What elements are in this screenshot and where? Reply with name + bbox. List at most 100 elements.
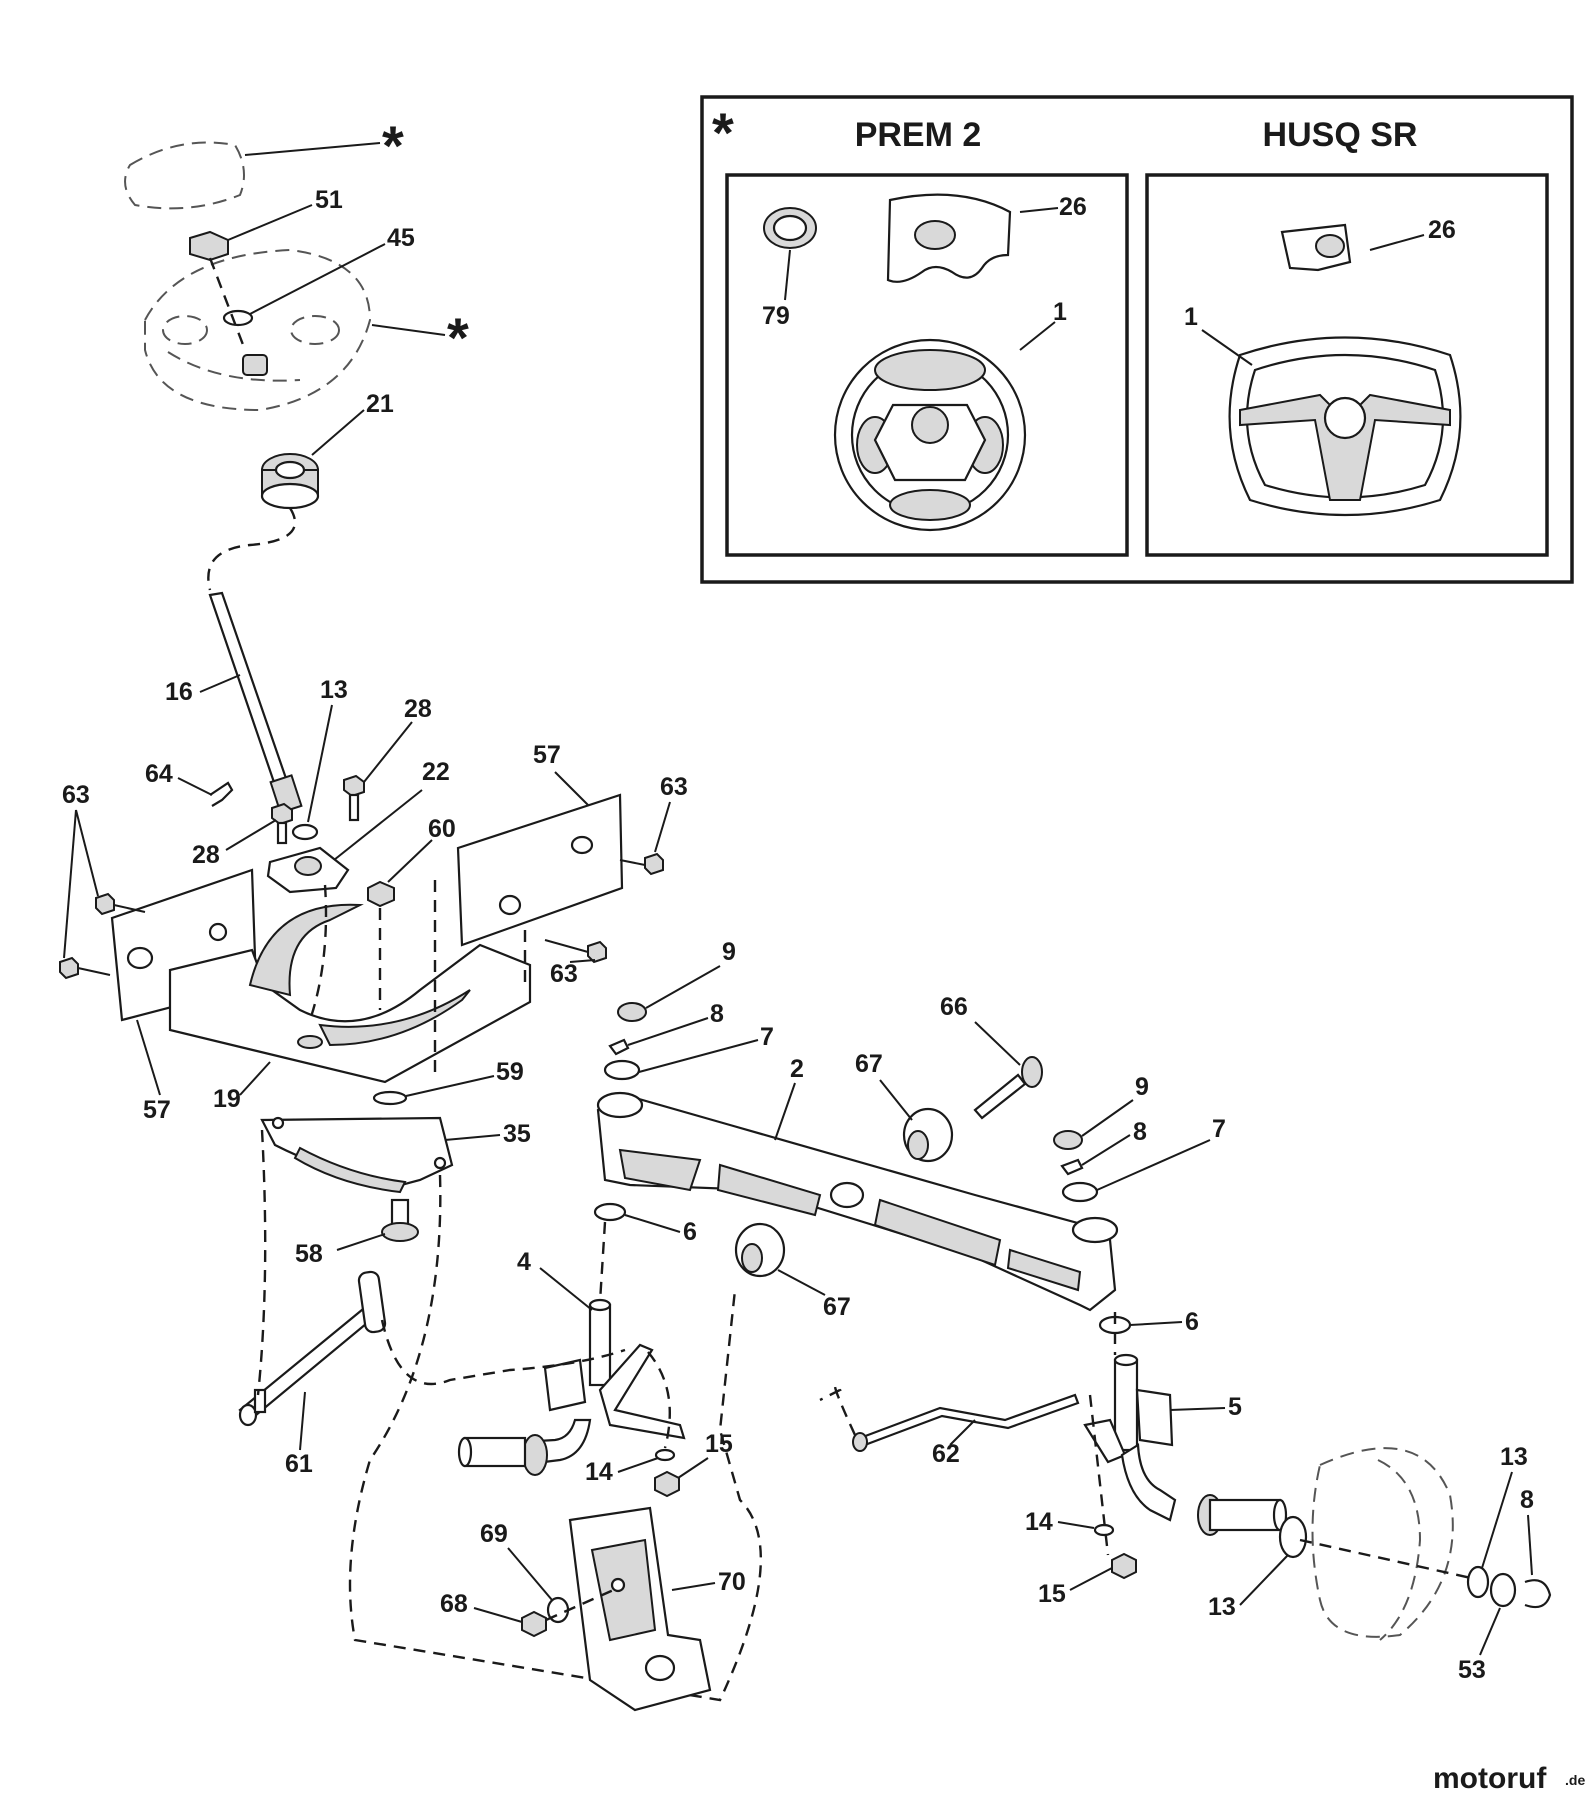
- label-51: 51: [315, 186, 343, 214]
- leader-4: [539, 1267, 593, 1311]
- dash-drag-link-to-spindle: [380, 1319, 626, 1386]
- husq-cap-logo: [1315, 234, 1345, 258]
- label-59: 59: [496, 1058, 524, 1086]
- label-60: 60: [428, 815, 456, 843]
- gear-35-hole-1: [271, 1116, 285, 1130]
- plate-19-hole: [297, 1035, 323, 1049]
- dash-left-spindle: [598, 1221, 607, 1303]
- cap-9-right: [1053, 1130, 1083, 1150]
- leader-62: [949, 1419, 976, 1446]
- axle-2-left-boss: [596, 1091, 644, 1119]
- label-21: 21: [366, 390, 394, 418]
- nut-15-right: [1111, 1552, 1137, 1580]
- ghost-cap: [124, 141, 245, 210]
- washer-53: [1489, 1572, 1517, 1608]
- label-69: 69: [480, 1520, 508, 1548]
- leader-6-left: [624, 1214, 681, 1233]
- leader-58: [336, 1233, 386, 1251]
- label-79: 79: [762, 302, 790, 330]
- washer-13-outer: [1466, 1565, 1490, 1599]
- leader-67-lower: [777, 1269, 826, 1296]
- axle-2-right-boss: [1071, 1216, 1119, 1244]
- spacer-67-lower: [734, 1222, 786, 1278]
- inset-frame: [700, 95, 1574, 584]
- leader-7-left: [638, 1039, 759, 1073]
- washer-13-inner: [1278, 1515, 1308, 1559]
- bolt-28-left: [271, 802, 293, 845]
- label-13-outer: 13: [1500, 1443, 1528, 1471]
- bolt-63-right-lower: [544, 939, 607, 964]
- label-35: 35: [503, 1120, 531, 1148]
- leader-5: [1169, 1407, 1226, 1411]
- label-16: 16: [165, 678, 193, 706]
- ghost-wheel-hole-2: [290, 315, 340, 345]
- bracket-57-left-hole-1: [126, 946, 154, 970]
- nut-51: [189, 230, 229, 262]
- leader-9-right: [1081, 1099, 1134, 1137]
- axle-2-cutout-4: [1006, 1248, 1082, 1292]
- leader-63-right-lower: [569, 959, 596, 963]
- gear-35-teeth: [293, 1146, 407, 1194]
- front-wheel: [1311, 1447, 1454, 1641]
- steering-wheel-variants-inset: * PREM 2 HUSQ SR 79 26 1 26: [700, 95, 1574, 584]
- washer-7-left: [603, 1059, 641, 1081]
- label-star-cap: *: [382, 114, 404, 177]
- watermark-brand: motoruf: [1433, 1762, 1547, 1795]
- leader-63-left-a: [75, 809, 99, 897]
- label-64: 64: [145, 760, 173, 788]
- axle-2-pivot-hole: [829, 1181, 865, 1209]
- clip-64: [209, 781, 234, 807]
- label-15-left: 15: [705, 1430, 733, 1458]
- bracket-57-left-hole-2: [208, 922, 228, 942]
- nut-68: [521, 1610, 547, 1638]
- leader-7-right: [1096, 1139, 1211, 1191]
- front-axle-assembly: 2 9 8 7 9 8 7 66 67: [238, 938, 1552, 1712]
- leader-14-left: [617, 1457, 659, 1473]
- bolt-28-right: [343, 774, 365, 822]
- washer-14-right: [1093, 1523, 1115, 1537]
- plate-19-slot-2: [318, 989, 471, 1047]
- dash-left-tie-point: [647, 1351, 671, 1449]
- leader-13-upper: [307, 704, 333, 823]
- label-9-left: 9: [722, 938, 736, 966]
- leader-28-left: [225, 819, 277, 851]
- leader-15-left: [677, 1457, 709, 1479]
- label-6-left: 6: [683, 1218, 697, 1246]
- steering-wheel-1-husq: [1228, 336, 1462, 517]
- leader-60: [387, 839, 433, 883]
- leader-45: [249, 243, 386, 315]
- bolt-63-left-upper: [95, 892, 146, 916]
- clip-8-right: [1060, 1158, 1084, 1176]
- steering-wheel-1-prem2: [833, 338, 1027, 532]
- leader-8-left: [627, 1017, 709, 1046]
- leader-19: [239, 1061, 271, 1096]
- cap-9-left: [617, 1002, 647, 1022]
- leader-1-prem2: [1019, 321, 1056, 351]
- leader-69: [507, 1547, 553, 1601]
- leader-16: [199, 674, 241, 693]
- bushing-13-upper: [291, 823, 319, 841]
- ghost-wheel-hole-1: [162, 315, 208, 345]
- leader-star-wheel: [371, 324, 446, 336]
- leader-14-right: [1057, 1521, 1095, 1529]
- e-clip-8: [1524, 1579, 1552, 1609]
- spindle-5-right: [1083, 1353, 1288, 1536]
- label-8-wheel: 8: [1520, 1486, 1534, 1514]
- label-9-right: 9: [1135, 1073, 1149, 1101]
- label-1-prem2: 1: [1053, 298, 1067, 326]
- dash-routing-loop: [348, 1174, 762, 1702]
- leader-66: [974, 1021, 1021, 1066]
- label-1-husq: 1: [1184, 303, 1198, 331]
- support-plate-19: [168, 943, 532, 1084]
- drag-link-61: [238, 1270, 387, 1427]
- cap-hole: [914, 220, 956, 250]
- label-26-husq: 26: [1428, 216, 1456, 244]
- emblem-79: [763, 207, 817, 249]
- label-45: 45: [387, 224, 415, 252]
- washer-7-right: [1061, 1181, 1099, 1203]
- bracket-57-right-hole-2: [570, 835, 594, 855]
- label-7-right: 7: [1212, 1115, 1226, 1143]
- inset-marker: *: [712, 101, 734, 164]
- washer-6-left: [593, 1202, 627, 1222]
